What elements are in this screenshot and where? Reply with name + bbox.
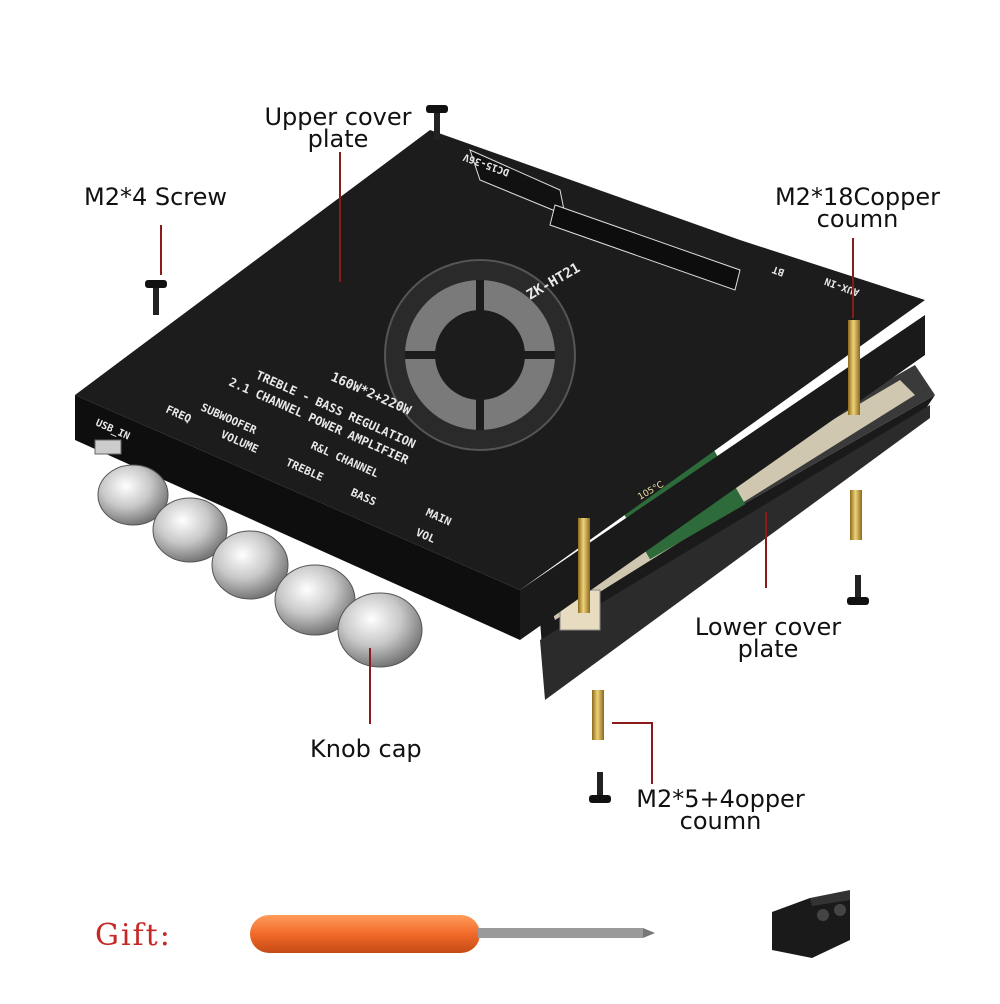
usb-port xyxy=(94,439,122,455)
m2x5-copper-label-line2: coumn xyxy=(679,807,762,835)
bt-label: BT xyxy=(771,263,786,277)
upper-cover-label-line1: Upper cover xyxy=(264,103,412,131)
knob-freq xyxy=(97,464,169,526)
screw-bottom xyxy=(589,772,611,803)
knob-main-vol xyxy=(337,592,423,668)
leader-lines xyxy=(160,152,854,784)
screwdriver xyxy=(250,915,655,953)
m2x5-spacer-bottom xyxy=(592,690,604,740)
lower-cover-label: Lower cover plate xyxy=(688,613,848,663)
m2x18-copper-label-line2: coumn xyxy=(816,205,899,233)
upper-cover-label: Upper cover plate xyxy=(258,103,418,153)
front-panel xyxy=(75,395,520,640)
knob-cap-label: Knob cap xyxy=(310,735,422,763)
knob-treble xyxy=(211,530,289,600)
cooling-fan xyxy=(384,259,576,451)
screw-right xyxy=(847,575,869,605)
terminal-block xyxy=(772,890,850,958)
m2x18-copper-column-left xyxy=(578,518,590,613)
m2x4-screw-label: M2*4 Screw xyxy=(84,183,228,211)
m2x5-copper-label: M2*5+4opper coumn xyxy=(628,785,813,835)
lower-cover-label-line1: Lower cover xyxy=(694,613,842,641)
upper-screw xyxy=(426,105,448,140)
right-panel xyxy=(520,315,925,640)
m2x4-screw xyxy=(145,280,167,315)
m2x18-copper-column-right xyxy=(848,320,860,415)
upper-cover-label-line2: plate xyxy=(307,125,369,153)
m2x18-copper-label: M2*18Copper coumn xyxy=(765,183,950,233)
knob-volume xyxy=(152,497,228,563)
m2x5-spacer-right xyxy=(850,490,862,540)
gift-label: Gift: xyxy=(95,918,172,953)
m2x5-copper-label-line1: M2*5+4opper xyxy=(636,785,805,813)
m2x18-copper-label-line1: M2*18Copper xyxy=(774,183,941,211)
lower-cover-label-line2: plate xyxy=(737,635,799,663)
